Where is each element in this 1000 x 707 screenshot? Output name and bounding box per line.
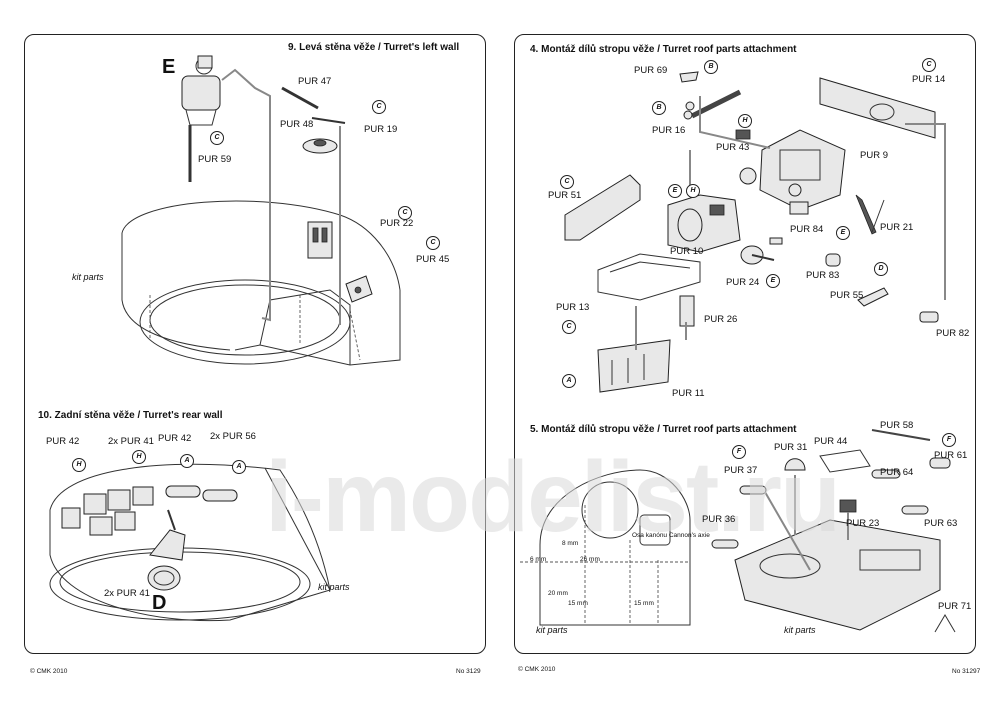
- kit-parts-note-3: kit parts: [536, 625, 568, 635]
- badge-c: C: [560, 175, 574, 189]
- letter-d-marker: D: [152, 592, 167, 614]
- badge-a: A: [562, 374, 576, 388]
- step4-title: 4. Montáž dílů stropu věže / Turret roof…: [530, 44, 797, 55]
- label-pur56: 2x PUR 56: [210, 431, 256, 442]
- dim-26mm: 26 mm: [580, 556, 600, 563]
- badge-b: B: [652, 101, 666, 115]
- label-pur41-b: 2x PUR 41: [104, 588, 150, 599]
- dim-8mm: 8 mm: [562, 540, 579, 547]
- badge-h: H: [72, 458, 86, 472]
- step4-roof-drawing: [564, 71, 946, 393]
- label-pur22: PUR 22: [380, 218, 414, 229]
- label-pur26: PUR 26: [704, 314, 738, 325]
- badge-c: C: [426, 236, 440, 250]
- label-pur63: PUR 63: [924, 518, 958, 529]
- footer-number-right: No 31297: [952, 668, 981, 675]
- label-pur10: PUR 10: [670, 246, 704, 257]
- label-pur71: PUR 71: [938, 601, 972, 612]
- label-pur84: PUR 84: [790, 224, 824, 235]
- label-pur19: PUR 19: [364, 124, 398, 135]
- label-pur31: PUR 31: [774, 442, 808, 453]
- label-pur37: PUR 37: [724, 465, 758, 476]
- badge-a: A: [180, 454, 194, 468]
- badge-c: C: [398, 206, 412, 220]
- label-pur51: PUR 51: [548, 190, 582, 201]
- label-pur11: PUR 11: [672, 388, 705, 399]
- label-pur83: PUR 83: [806, 270, 840, 281]
- label-pur42-b: PUR 42: [158, 433, 192, 444]
- step5-roof-plate-drawing: [520, 429, 956, 633]
- badge-c: C: [210, 131, 224, 145]
- dim-axis: Osa kanónu Cannon's axie: [632, 532, 710, 539]
- label-pur45: PUR 45: [416, 254, 450, 265]
- label-pur23: PUR 23: [846, 518, 880, 529]
- badge-h: H: [686, 184, 700, 198]
- label-pur14: PUR 14: [912, 74, 946, 85]
- footer-copyright-left: © CMK 2010: [30, 668, 68, 675]
- label-pur41-a: 2x PUR 41: [108, 436, 154, 447]
- badge-e: E: [766, 274, 780, 288]
- step10-title: 10. Zadní stěna věže / Turret's rear wal…: [38, 410, 223, 421]
- label-pur55: PUR 55: [830, 290, 864, 301]
- label-pur44: PUR 44: [814, 436, 848, 447]
- badge-e: E: [836, 226, 850, 240]
- badge-d: D: [874, 262, 888, 276]
- label-pur61: PUR 61: [934, 450, 968, 461]
- label-pur64: PUR 64: [880, 467, 914, 478]
- footer-number-left: No 3129: [456, 668, 481, 675]
- kit-parts-note-1: kit parts: [72, 272, 104, 282]
- label-pur24: PUR 24: [726, 277, 760, 288]
- label-pur21: PUR 21: [880, 222, 914, 233]
- footer-copyright-right: © CMK 2010: [518, 666, 556, 673]
- label-pur58: PUR 58: [880, 420, 914, 431]
- kit-parts-note-4: kit parts: [784, 625, 816, 635]
- label-pur13: PUR 13: [556, 302, 590, 313]
- badge-c: C: [922, 58, 936, 72]
- badge-h: H: [738, 114, 752, 128]
- left-instruction-panel: [24, 34, 486, 654]
- label-pur48: PUR 48: [280, 119, 314, 130]
- label-pur42-a: PUR 42: [46, 436, 80, 447]
- step9-turret-wall-drawing: [121, 55, 401, 366]
- letter-e-marker: E: [162, 56, 176, 78]
- label-pur16: PUR 16: [652, 125, 686, 136]
- label-pur82: PUR 82: [936, 328, 970, 339]
- label-pur36: PUR 36: [702, 514, 736, 525]
- step5-title: 5. Montáž dílů stropu věže / Turret roof…: [530, 424, 797, 435]
- dim-15mm-a: 15 mm: [568, 600, 588, 607]
- badge-c: C: [372, 100, 386, 114]
- label-pur47: PUR 47: [298, 76, 332, 87]
- label-pur69: PUR 69: [634, 65, 668, 76]
- badge-e: E: [668, 184, 682, 198]
- step9-title: 9. Levá stěna věže / Turret's left wall: [288, 42, 460, 53]
- label-pur9: PUR 9: [860, 150, 888, 161]
- badge-b: B: [704, 60, 718, 74]
- label-pur43: PUR 43: [716, 142, 750, 153]
- badge-f: F: [732, 445, 746, 459]
- badge-h: H: [132, 450, 146, 464]
- dim-6mm: 6 mm: [530, 556, 547, 563]
- badge-c: C: [562, 320, 576, 334]
- dim-20mm: 20 mm: [548, 590, 568, 597]
- dim-15mm-b: 15 mm: [634, 600, 654, 607]
- badge-f: F: [942, 433, 956, 447]
- kit-parts-note-2: kit parts: [318, 582, 350, 592]
- watermark: i-modelist.ru: [265, 441, 841, 553]
- step10-turret-rear-drawing: [49, 463, 331, 622]
- badge-a: A: [232, 460, 246, 474]
- label-pur59: PUR 59: [198, 154, 232, 165]
